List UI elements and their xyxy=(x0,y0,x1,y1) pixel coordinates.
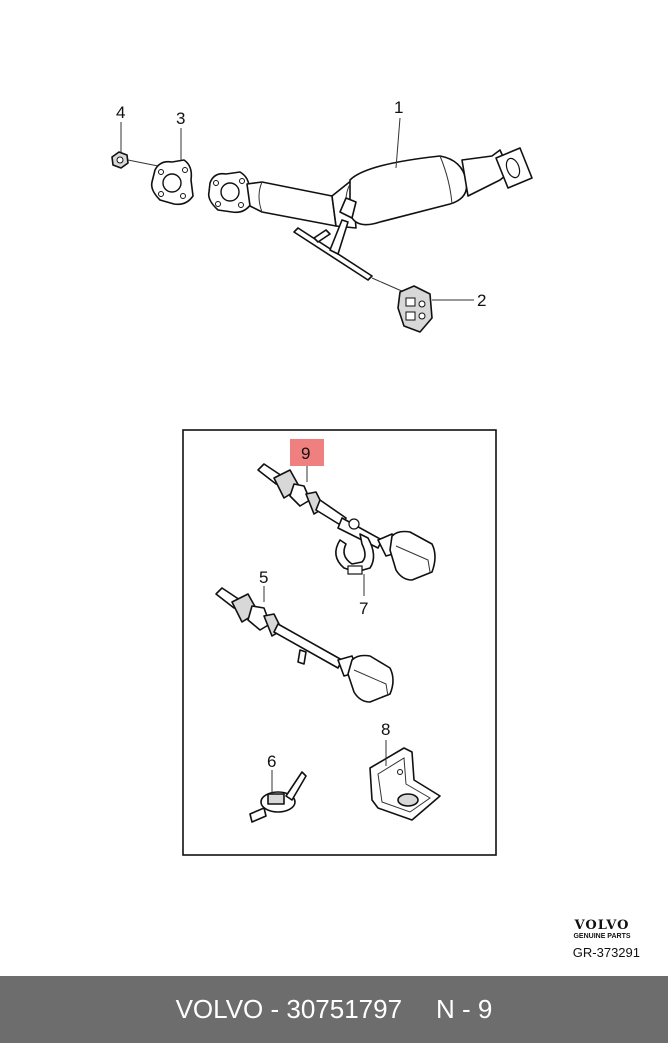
volvo-logo: VOLVO xyxy=(574,918,630,933)
volvo-brand-mark: VOLVO GENUINE PARTS xyxy=(562,918,642,940)
parts-diagram: 1 2 3 4 9 5 7 6 8 xyxy=(111,98,533,856)
genuine-parts-label: GENUINE PARTS xyxy=(573,933,631,940)
callout-5: 5 xyxy=(259,568,268,587)
clip-part-7 xyxy=(335,533,375,575)
oxygen-sensor-part-9 xyxy=(257,463,436,581)
callout-4: 4 xyxy=(116,103,125,122)
nut-part xyxy=(111,151,129,169)
diagram-reference: GR-373291 xyxy=(572,945,640,960)
callout-8: 8 xyxy=(381,720,390,739)
oxygen-sensor-part-5 xyxy=(215,587,394,703)
highlight-box xyxy=(290,439,324,466)
callout-9: 9 xyxy=(301,444,310,463)
detail-frame xyxy=(182,429,497,856)
rubber-hanger-part xyxy=(397,285,433,333)
callout-2: 2 xyxy=(477,291,486,310)
bracket-part-8 xyxy=(369,747,441,821)
callout-6: 6 xyxy=(267,752,276,771)
cable-tie-part-6 xyxy=(249,771,307,823)
callout-1: 1 xyxy=(394,98,403,117)
gasket-part xyxy=(150,159,194,206)
part-number-footer: VOLVO - 30751797 N - 9 xyxy=(0,976,668,1043)
position-label: N - 9 xyxy=(436,994,493,1024)
catalytic-converter-part xyxy=(207,147,533,281)
callout-7: 7 xyxy=(359,599,368,618)
part-number-label: VOLVO - 30751797 xyxy=(175,994,403,1024)
callout-3: 3 xyxy=(176,109,185,128)
